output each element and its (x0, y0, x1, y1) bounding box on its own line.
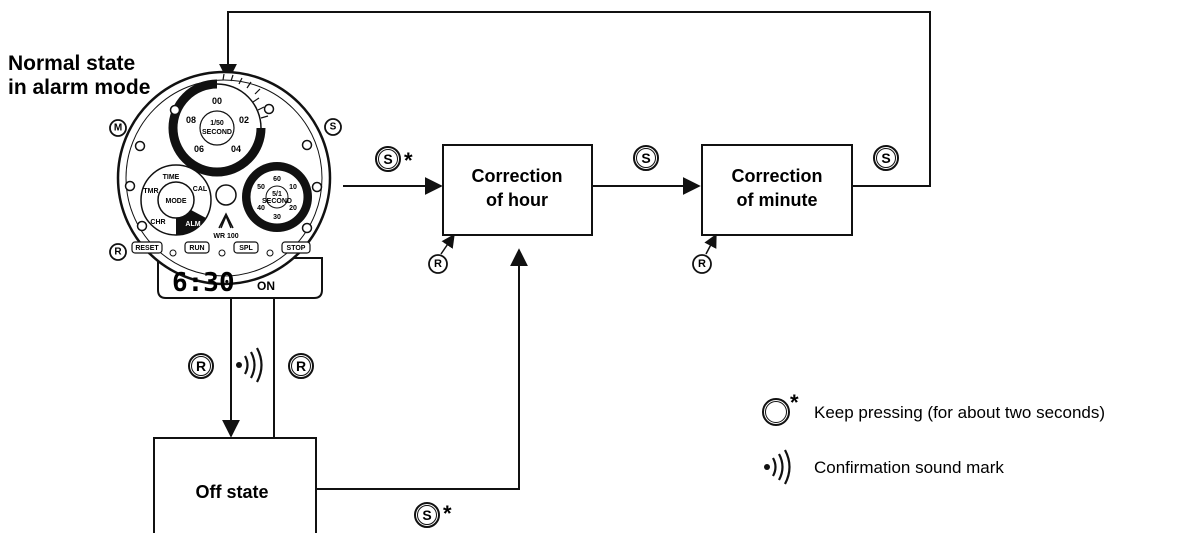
hour-r-button-label: R (428, 233, 455, 274)
legend-star: * (790, 390, 799, 415)
subdial-right-20: 20 (289, 205, 297, 212)
off-state-label: Off state (195, 482, 268, 502)
s-letter-4: S (422, 507, 431, 523)
minute-r-letter: R (698, 258, 706, 270)
subdial-right-60: 60 (273, 176, 281, 183)
r-label-right: R (288, 353, 314, 379)
subdial-top: 1/50 SECOND 00 02 04 06 08 (168, 73, 269, 177)
subdial-right-30: 30 (273, 214, 281, 221)
watch-button-m-letter: M (114, 123, 122, 134)
r-label-left: R (188, 353, 214, 379)
watch-illustration: 1/50 SECOND 00 02 04 06 08 MODE TIME CAL… (116, 70, 332, 299)
s-button-hold-label-1: S * (375, 146, 413, 173)
subdial-right-50: 50 (257, 184, 265, 191)
minute-line-1: Correction (731, 166, 822, 186)
mode-chr: CHR (150, 219, 165, 226)
star-mark-1: * (404, 148, 413, 173)
hour-line-1: Correction (471, 166, 562, 186)
watch-button-r[interactable]: R (109, 243, 127, 261)
arrow-off-to-hour (316, 248, 528, 490)
s-letter-2: S (641, 150, 650, 166)
legend-keep-pressing: Keep pressing (for about two seconds) (814, 403, 1105, 422)
s-letter-3: S (881, 150, 890, 166)
mode-label: MODE (166, 198, 187, 205)
s-button-label-2: S (633, 145, 659, 171)
return-loop-arrow (219, 11, 931, 187)
hour-line-2: of hour (486, 190, 548, 210)
subdial-right: 5/1 SECOND 60 10 20 30 40 50 (242, 162, 312, 232)
subdial-right-40: 40 (257, 205, 265, 212)
legend-sound-icon (764, 449, 791, 485)
pusher-spl: SPL (239, 245, 253, 252)
r-letter-left: R (196, 358, 206, 374)
mode-cal: CAL (193, 186, 208, 193)
s-button-hold-label-2: S * (414, 501, 452, 528)
watch-button-s[interactable]: S (324, 118, 342, 136)
subdial-top-02: 02 (239, 115, 249, 125)
title-line-2: in alarm mode (8, 76, 150, 99)
water-resistance-label: WR 100 (213, 233, 238, 240)
watch-button-m[interactable]: M (109, 119, 127, 137)
star-mark-2: * (443, 501, 452, 526)
watch-button-r-letter: R (114, 247, 122, 258)
off-state-box: Off state (153, 437, 317, 533)
watch-button-s-letter: S (330, 122, 337, 133)
pusher-run: RUN (189, 245, 204, 252)
title-line-1: Normal state (8, 52, 135, 75)
subdial-left: MODE TIME CAL TMR CHR ALM (140, 164, 212, 236)
subdial-top-04: 04 (231, 144, 241, 154)
subdial-right-center-2: SECOND (262, 198, 292, 205)
subdial-top-center-2: SECOND (202, 129, 232, 136)
legend-confirmation: Confirmation sound mark (814, 458, 1004, 477)
s-button-label-3: S (873, 145, 899, 171)
correction-of-hour-box: Correction of hour (442, 144, 593, 236)
mode-alm: ALM (185, 221, 200, 228)
subdial-top-00: 00 (212, 96, 222, 106)
lcd-time: 6:30 (172, 268, 235, 298)
correction-of-minute-box: Correction of minute (701, 144, 853, 236)
subdial-top-06: 06 (194, 144, 204, 154)
s-letter-1: S (383, 151, 392, 167)
subdial-right-center-1: 5/1 (272, 191, 282, 198)
hour-r-letter: R (434, 258, 442, 270)
subdial-right-10: 10 (289, 184, 297, 191)
pusher-reset: RESET (135, 245, 159, 252)
mode-time: TIME (163, 174, 180, 181)
r-letter-right: R (296, 358, 306, 374)
subdial-top-08: 08 (186, 115, 196, 125)
legend-hold-icon: * (762, 390, 799, 426)
legend: * Keep pressing (for about two seconds) … (762, 390, 1105, 485)
pusher-row: RESET RUN SPL STOP (131, 241, 311, 257)
mode-tmr: TMR (143, 188, 158, 195)
subdial-top-center-1: 1/50 (210, 120, 224, 127)
pusher-stop: STOP (287, 245, 306, 252)
minute-line-2: of minute (737, 190, 818, 210)
lcd-status: ON (257, 279, 275, 293)
minute-r-button-label: R (692, 233, 717, 274)
sound-mark-icon (236, 347, 263, 383)
